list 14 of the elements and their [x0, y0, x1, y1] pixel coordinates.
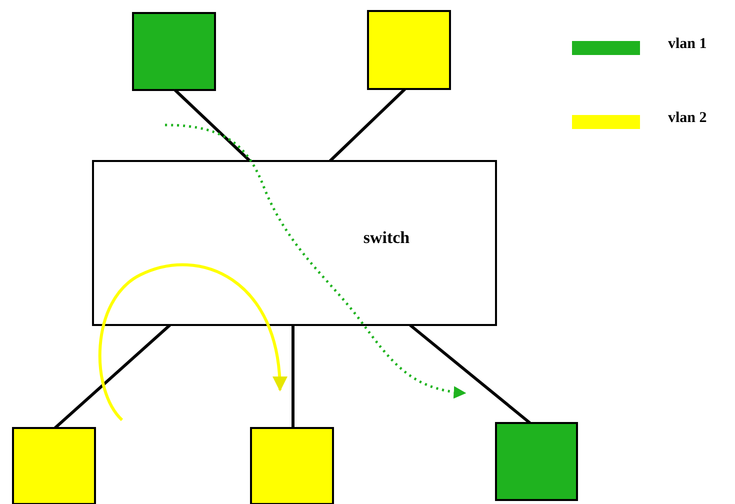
legend-label: vlan 1 — [668, 36, 707, 53]
host-box — [132, 12, 216, 91]
host-box — [495, 422, 578, 501]
node-label: switch — [363, 228, 410, 248]
host-box — [12, 427, 96, 504]
connector-line — [292, 325, 294, 428]
switch-box — [92, 160, 497, 326]
connector-line — [174, 88, 252, 162]
host-box — [367, 10, 451, 90]
connector-line — [409, 324, 531, 424]
legend-label: vlan 2 — [668, 110, 707, 127]
connector-line — [54, 324, 171, 430]
host-box — [250, 427, 334, 504]
connector-line — [328, 88, 406, 162]
